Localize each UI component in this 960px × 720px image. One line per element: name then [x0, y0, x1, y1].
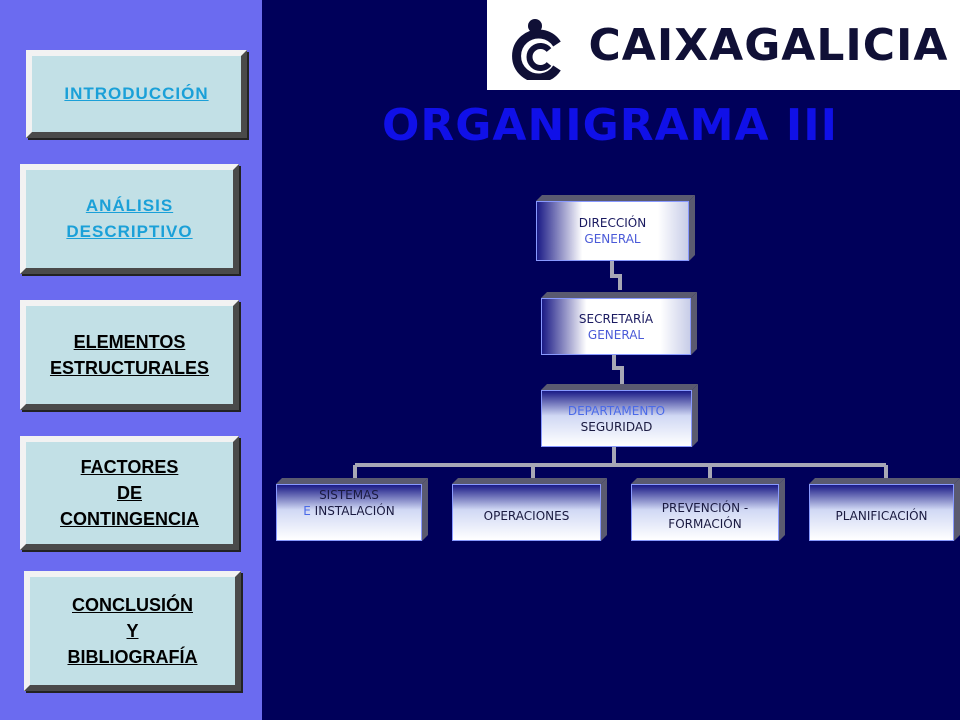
org-box-prevencion: PREVENCIÓN - FORMACIÓN [631, 484, 779, 541]
org-box-direccion: DIRECCIÓN GENERAL [536, 201, 689, 261]
secretaria-line2: GENERAL [587, 327, 645, 342]
org-box-departamento: DEPARTAMENTO SEGURIDAD [541, 390, 692, 447]
prevencion-line2: FORMACIÓN [668, 516, 742, 531]
analisis-link[interactable]: ANÁLISIS DESCRIPTIVO [66, 196, 193, 241]
departamento-line1: DEPARTAMENTO [567, 403, 666, 418]
operaciones-line1: OPERACIONES [483, 508, 570, 523]
sistemas-line2-a: E [303, 504, 311, 518]
caixagalicia-logo-icon [511, 19, 561, 80]
elementos-button[interactable]: ELEMENTOS ESTRUCTURALES [20, 300, 239, 410]
analisis-button[interactable]: ANÁLISIS DESCRIPTIVO [20, 164, 239, 274]
sistemas-line2: E INSTALACIÓN [303, 503, 394, 519]
sistemas-line1: SISTEMAS [319, 488, 379, 502]
departamento-line2: SEGURIDAD [580, 419, 653, 434]
factores-button[interactable]: FACTORES DE CONTINGENCIA [20, 436, 239, 550]
org-box-planificacion: PLANIFICACIÓN [809, 484, 954, 541]
planificacion-line1: PLANIFICACIÓN [835, 508, 928, 523]
conclusion-link[interactable]: CONCLUSIÓN Y BIBLIOGRAFÍA [67, 595, 198, 667]
org-box-operaciones: OPERACIONES [452, 484, 601, 541]
caixagalicia-logo: CAIXAGALICIA [487, 0, 960, 90]
factores-link[interactable]: FACTORES DE CONTINGENCIA [60, 457, 199, 529]
direccion-line1: DIRECCIÓN [578, 216, 647, 230]
connector-secretaria-departamento [612, 352, 624, 384]
direccion-line2: GENERAL [584, 232, 641, 246]
page-title: ORGANIGRAMA III [382, 100, 838, 151]
intro-button[interactable]: INTRODUCCIÓN [26, 50, 247, 138]
org-box-secretaria: SECRETARÍA GENERAL [541, 298, 691, 355]
secretaria-line1: SECRETARÍA [578, 311, 654, 326]
conclusion-button[interactable]: CONCLUSIÓN Y BIBLIOGRAFÍA [24, 571, 241, 691]
sistemas-line2-b: INSTALACIÓN [310, 504, 395, 518]
logo-wordmark: CAIXAGALICIA [588, 19, 949, 71]
intro-link[interactable]: INTRODUCCIÓN [64, 84, 209, 103]
elementos-link[interactable]: ELEMENTOS ESTRUCTURALES [49, 332, 209, 378]
org-box-sistemas: SISTEMAS E INSTALACIÓN [276, 484, 422, 541]
prevencion-line1: PREVENCIÓN - [661, 500, 749, 515]
sidebar-nav: INTRODUCCIÓN ANÁLISIS DESCRIPTIVO ELEMEN… [0, 0, 262, 720]
connector-direccion-secretaria [610, 258, 622, 290]
